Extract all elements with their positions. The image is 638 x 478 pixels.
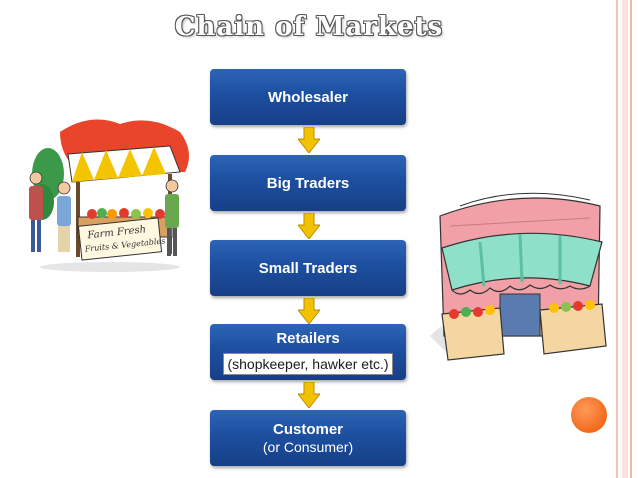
box-retailers: Retailers (shopkeeper, hawker etc.) <box>210 324 406 380</box>
page-title: Chain of Markets <box>174 12 444 42</box>
box-small-traders: Small Traders <box>210 240 406 296</box>
down-arrow-icon <box>298 382 320 408</box>
box-customer: Customer (or Consumer) <box>210 410 406 466</box>
box-label: Wholesaler <box>267 88 349 106</box>
box-label: Customer <box>272 421 343 438</box>
border-stripe <box>622 0 628 478</box>
down-arrow-icon <box>298 127 320 153</box>
box-sublabel: (or Consumer) <box>262 439 354 455</box>
box-label: Small Traders <box>258 259 358 277</box>
decorative-circle <box>571 397 607 433</box>
box-sublabel: (shopkeeper, hawker etc.) <box>223 352 393 375</box>
border-stripe <box>616 0 618 478</box>
market-stall-illustration: Farm Fresh Fruits & Vegetables <box>29 119 189 272</box>
box-wholesaler: Wholesaler <box>210 69 406 125</box>
box-big-traders: Big Traders <box>210 155 406 211</box>
border-stripe <box>630 0 632 478</box>
shop-illustration <box>430 192 607 361</box>
down-arrow-icon <box>298 298 320 324</box>
down-arrow-icon <box>298 213 320 239</box>
decorative-border <box>608 0 638 478</box>
box-label: Retailers <box>276 329 340 347</box>
box-label: Big Traders <box>266 174 350 192</box>
